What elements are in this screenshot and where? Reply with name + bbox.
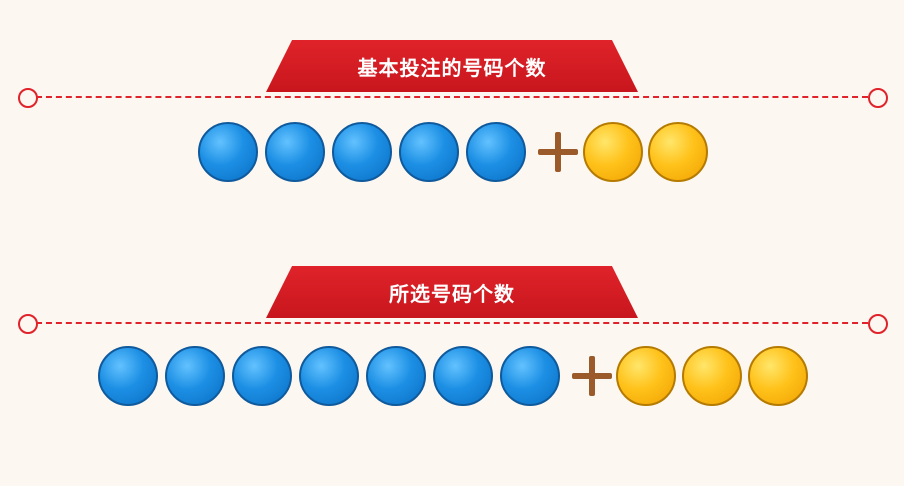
blue-ball-icon xyxy=(265,122,325,182)
left-end-circle-icon xyxy=(18,314,38,334)
basic-bet-title: 基本投注的号码个数 xyxy=(357,55,547,80)
blue-ball-icon xyxy=(165,346,225,406)
basic-bet-banner: 基本投注的号码个数 xyxy=(266,40,638,92)
selected-numbers-banner: 所选号码个数 xyxy=(266,266,638,318)
orange-ball-icon xyxy=(616,346,676,406)
orange-ball-icon xyxy=(748,346,808,406)
divider-dashed-line xyxy=(36,96,868,98)
blue-ball-icon xyxy=(366,346,426,406)
blue-ball-icon xyxy=(332,122,392,182)
divider-dashed-line xyxy=(36,322,868,324)
blue-ball-icon xyxy=(466,122,526,182)
blue-ball-icon xyxy=(299,346,359,406)
selected-numbers-title: 所选号码个数 xyxy=(389,281,515,306)
right-end-circle-icon xyxy=(868,88,888,108)
orange-ball-icon xyxy=(682,346,742,406)
blue-ball-icon xyxy=(399,122,459,182)
blue-ball-icon xyxy=(433,346,493,406)
selected-numbers-ball-row xyxy=(98,346,810,406)
basic-bet-ball-row xyxy=(198,122,710,182)
blue-ball-icon xyxy=(232,346,292,406)
orange-ball-icon xyxy=(648,122,708,182)
left-end-circle-icon xyxy=(18,88,38,108)
orange-ball-icon xyxy=(583,122,643,182)
right-end-circle-icon xyxy=(868,314,888,334)
blue-ball-icon xyxy=(198,122,258,182)
plus-icon xyxy=(538,132,578,172)
blue-ball-icon xyxy=(98,346,158,406)
plus-icon xyxy=(572,356,612,396)
blue-ball-icon xyxy=(500,346,560,406)
